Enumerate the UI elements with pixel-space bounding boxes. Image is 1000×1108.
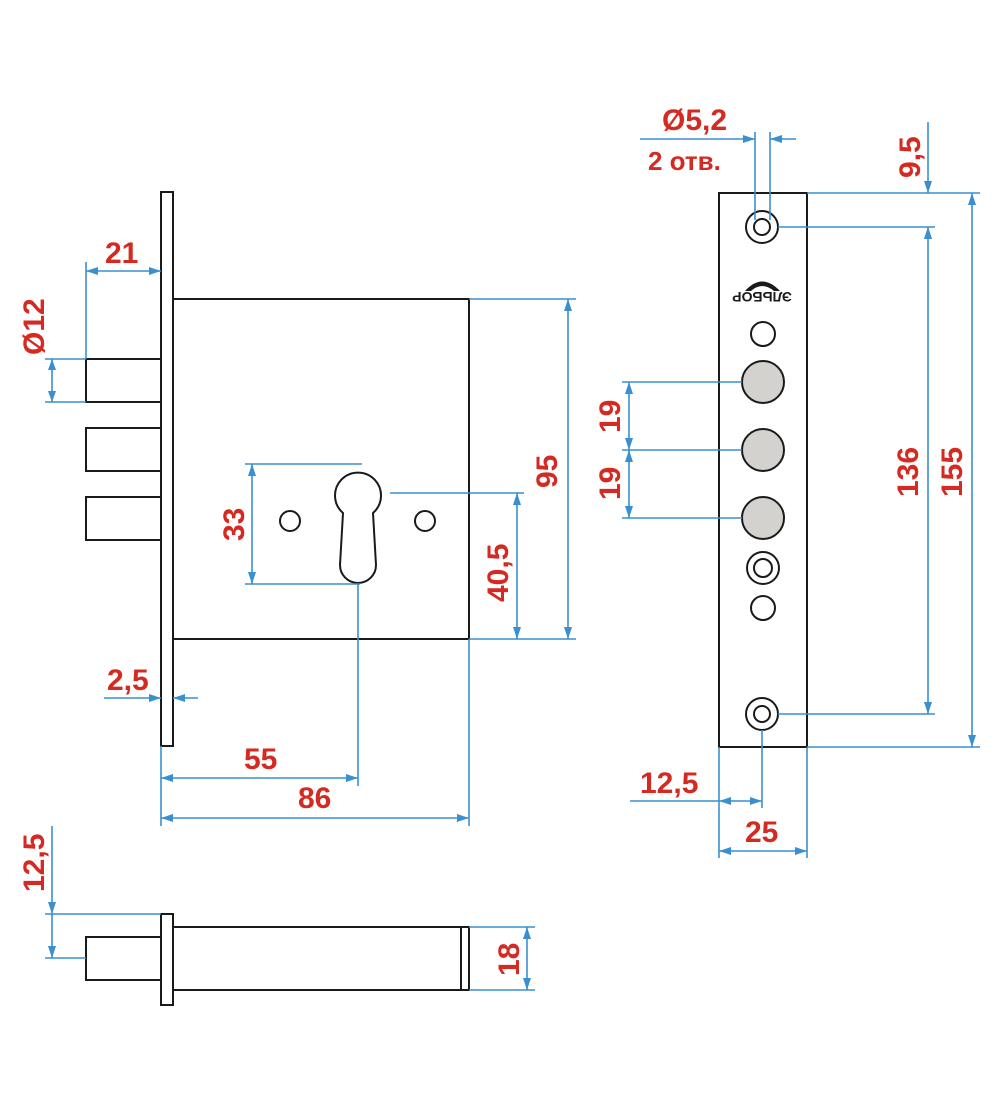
latch-hole-mid-outer [746,551,780,585]
dimension-cylinder-height: 40,5 [390,492,524,640]
front-view: 21 Ø12 33 40,5 [18,191,576,826]
lock-body-front [172,298,470,640]
label-bolt-diameter: Ø12 [18,298,51,355]
dimension-body-thickness: 18 [469,926,535,991]
label-bolt-pitch-1: 19 [594,400,627,433]
faceplate-view: ЭЛЬБОР Ø5,2 2 отв. 9,5 [594,104,980,858]
dimension-bolt-pitch: 19 19 [594,381,742,519]
cylinder-cutout [334,471,382,584]
bottom-view: 12,5 18 [18,826,535,1006]
bolt-face-1 [741,360,785,404]
faceplate-strip [718,192,808,748]
label-backset: 55 [244,743,277,776]
label-cylinder-height: 40,5 [482,544,515,602]
label-hole-spacing: 136 [892,447,925,497]
label-faceplate-width: 25 [745,816,778,849]
deadbolt-top [85,358,162,403]
mount-hole-bottom-inner [753,705,771,723]
dimension-center-offset: 12,5 [630,730,763,858]
faceplate-front [160,191,174,747]
dimension-faceplate-offset: 21 [85,237,161,359]
dimension-mount-hole: Ø5,2 2 отв. [640,104,796,220]
brand-logo: ЭЛЬБОР [732,281,792,305]
bolt-face-2 [741,428,785,472]
label-faceplate-offset: 21 [105,237,138,270]
label-body-height: 95 [531,455,564,488]
latch-hole-bottom [750,595,776,621]
dimension-bolt-diameter: Ø12 [18,298,86,403]
mount-hole-top-outer [745,210,779,244]
bolt-face-3 [741,496,785,540]
brand-logo-text: ЭЛЬБОР [732,289,792,305]
deadbolt-bottom [85,496,162,541]
dimension-hole-spacing: 136 [778,227,935,715]
dimension-body-length: 86 [161,639,470,826]
dimension-bolt-offset: 12,5 [18,826,161,959]
dimension-faceplate-width: 25 [719,747,808,858]
dimension-top-offset: 9,5 [778,122,980,239]
lock-body-bottom [172,926,470,991]
deadbolt-middle [85,427,162,472]
label-body-thickness: 18 [493,943,526,976]
label-body-length: 86 [298,782,331,815]
latch-hole-top [750,321,776,347]
screw-hole-right [414,510,436,532]
screw-hole-left [279,510,301,532]
faceplate-bottom [160,913,174,1006]
mount-hole-top-inner [753,218,771,236]
dimension-hole-spacing-front: 33 [218,463,362,585]
bolt-side [85,936,162,981]
dimension-backset: 55 [160,584,359,826]
label-faceplate-thickness: 2,5 [107,664,149,697]
dimension-body-height: 95 [469,298,576,640]
label-bolt-pitch-2: 19 [594,467,627,500]
label-center-offset: 12,5 [640,767,698,800]
label-bolt-offset: 12,5 [18,834,51,892]
label-hole-spacing-front: 33 [218,508,251,541]
dimension-faceplate-thickness: 2,5 [104,664,198,702]
label-top-offset: 9,5 [894,136,927,178]
dimension-faceplate-length: 155 [807,193,980,748]
label-mount-hole: Ø5,2 [662,104,727,137]
latch-hole-mid-inner [753,558,773,578]
label-mount-hole-count: 2 отв. [648,146,721,176]
label-faceplate-length: 155 [936,447,969,497]
mount-hole-bottom-outer [745,697,779,731]
